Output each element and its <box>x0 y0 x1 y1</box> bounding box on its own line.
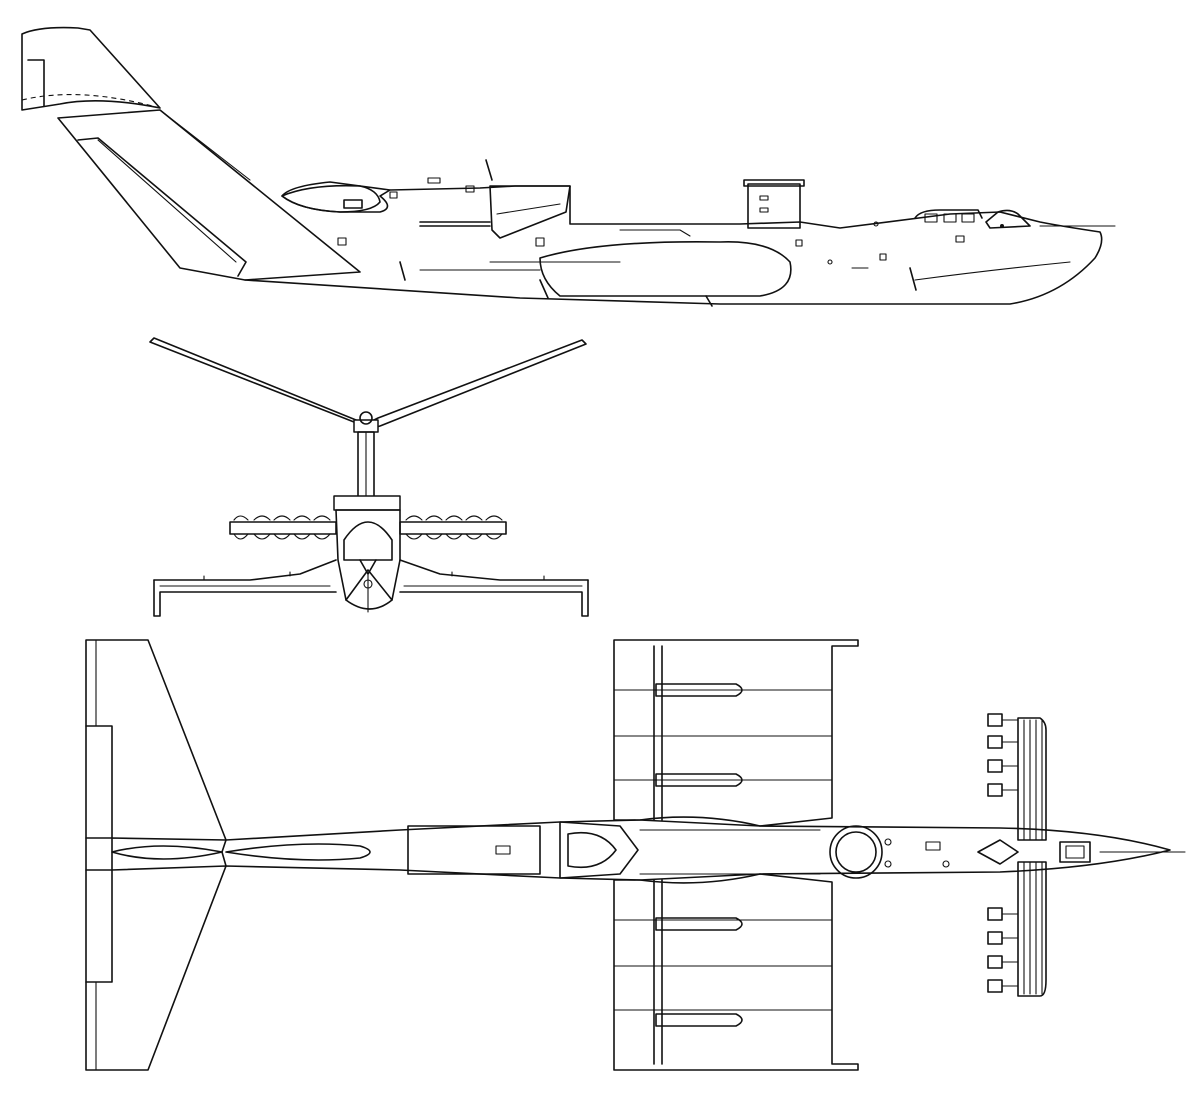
front-engines-left <box>230 516 336 539</box>
main-wing <box>614 640 858 1070</box>
top-fuselage <box>112 817 1185 883</box>
front-view <box>150 338 588 616</box>
front-fuselage <box>334 496 400 612</box>
horizontal-tail <box>86 640 226 1070</box>
front-tail <box>150 338 586 502</box>
top-view <box>86 640 1185 1070</box>
front-wing <box>154 560 588 616</box>
side-fuselage <box>245 160 1115 306</box>
vertical-stabilizer <box>22 28 360 280</box>
front-canard <box>988 714 1046 996</box>
front-engines-right <box>400 516 506 539</box>
side-view <box>22 28 1115 306</box>
